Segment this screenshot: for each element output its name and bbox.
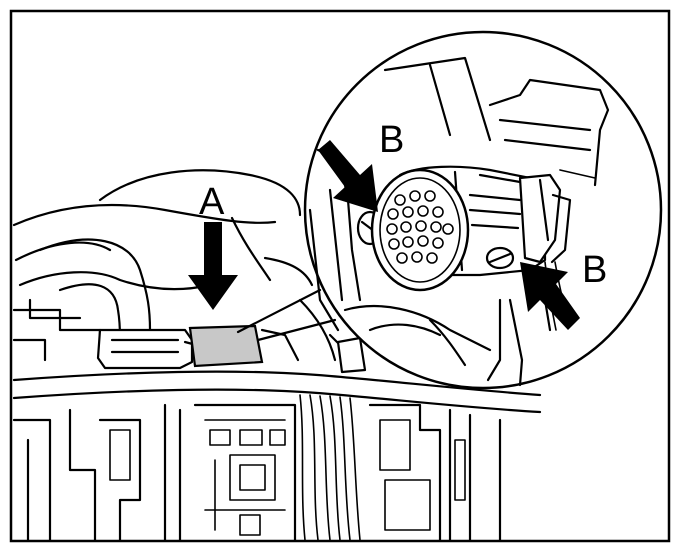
label-b-left: B [379, 119, 404, 161]
label-a: A [199, 181, 225, 223]
connector-pins [386, 190, 454, 264]
magnified-detail [303, 30, 663, 390]
engine-bay-scene [12, 169, 542, 542]
arrow-up-left-icon [520, 262, 580, 330]
connector-a [188, 324, 264, 368]
magnifier-leader [236, 288, 322, 334]
arrow-down-right-icon [318, 140, 378, 212]
arrow-down-icon [188, 222, 238, 310]
label-b-right: B [582, 249, 607, 291]
